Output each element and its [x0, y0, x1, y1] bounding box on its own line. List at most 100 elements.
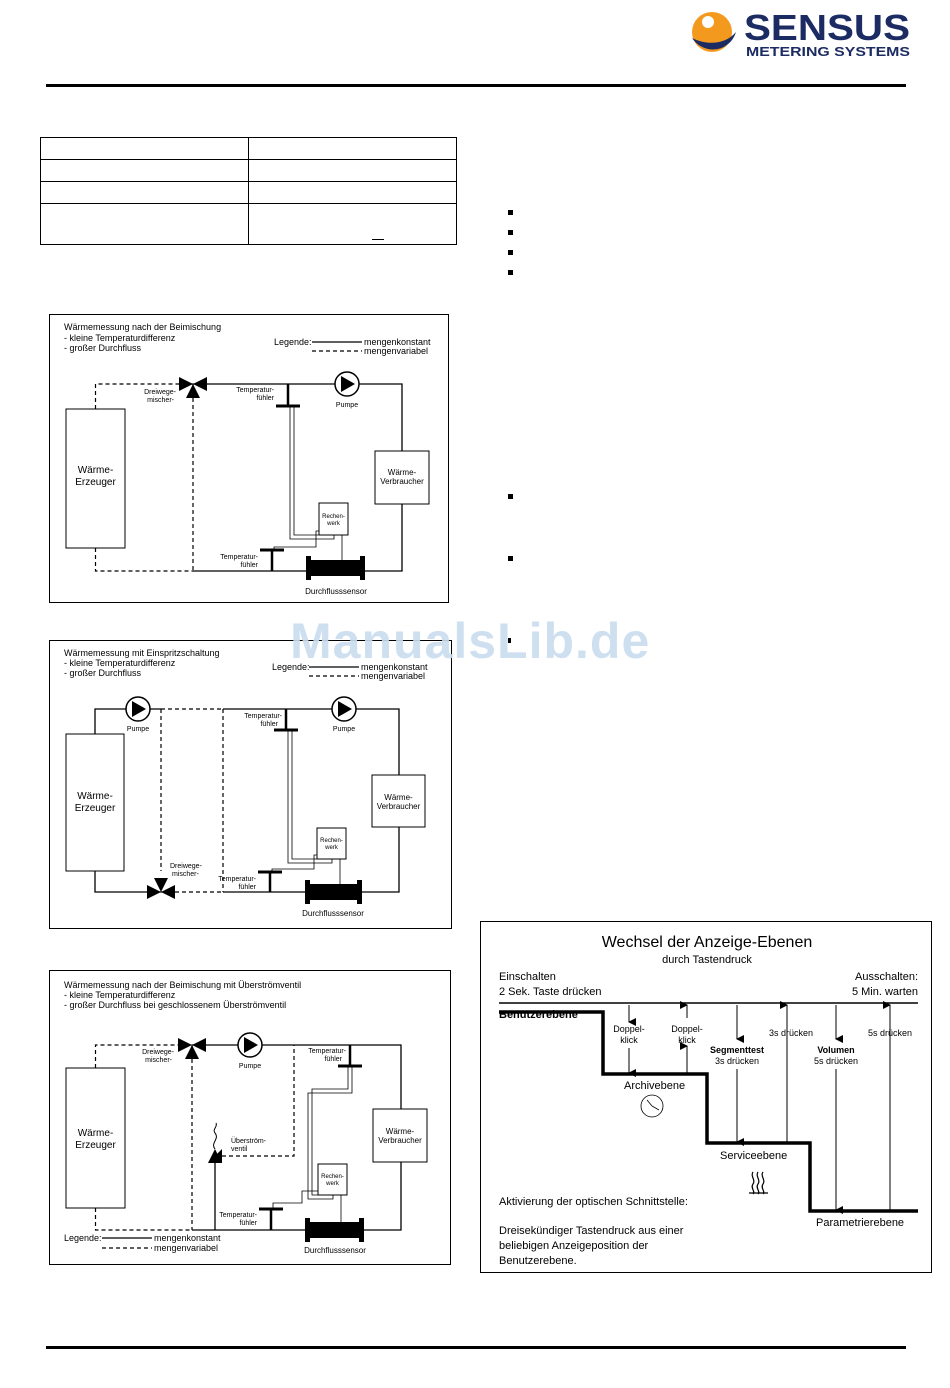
- svg-text:- großer Durchfluss: - großer Durchfluss: [64, 668, 142, 678]
- svg-text:fühler: fühler: [324, 1056, 342, 1063]
- level-user: Benutzerebene: [499, 1009, 578, 1021]
- diagram-title: Wärmemessung mit Einspritzschaltung: [64, 648, 220, 658]
- svg-text:Temperatur-: Temperatur-: [308, 1048, 346, 1055]
- bullet-mark: [508, 210, 513, 215]
- svg-text:3s drücken: 3s drücken: [715, 1056, 759, 1066]
- svg-text:5 Min. warten: 5 Min. warten: [852, 986, 918, 998]
- svg-text:Dreiwege-: Dreiwege-: [144, 389, 177, 396]
- heat-producer: [65, 1067, 126, 1209]
- svg-text:mischer-: mischer-: [145, 1057, 173, 1064]
- bullet-mark: [508, 250, 513, 255]
- svg-text:Einschalten: Einschalten: [499, 971, 556, 983]
- svg-text:durch Tastendruck: durch Tastendruck: [662, 954, 752, 966]
- svg-text:mischer-: mischer-: [172, 871, 200, 878]
- bullet-mark: [508, 556, 513, 561]
- heat-producer: [65, 408, 126, 549]
- levels-title: Wechsel der Anzeige-Ebenen: [602, 934, 813, 951]
- svg-text:Doppel-: Doppel-: [671, 1024, 703, 1034]
- three-way-mixer-icon: [179, 377, 207, 398]
- footer-rule: [46, 1346, 906, 1349]
- svg-text:- kleine Temperaturdifferenz: - kleine Temperaturdifferenz: [64, 333, 176, 343]
- sensus-logo: SENSUS METERING SYSTEMS: [686, 7, 912, 60]
- svg-text:Verbraucher: Verbraucher: [380, 477, 424, 486]
- svg-text:Erzeuger: Erzeuger: [75, 1140, 116, 1151]
- svg-text:werk: werk: [324, 845, 339, 851]
- pump-icon: [237, 1032, 263, 1058]
- spec-table: [40, 137, 457, 245]
- bullet-mark: [508, 494, 513, 499]
- svg-text:Segmenttest: Segmenttest: [710, 1045, 764, 1055]
- level-param: Parametrierebene: [816, 1217, 904, 1229]
- svg-text:fühler: fühler: [256, 395, 274, 402]
- display-levels-diagram: Wechsel der Anzeige-Ebenen durch Tastend…: [480, 921, 932, 1273]
- logo-tagline: METERING SYSTEMS: [746, 44, 910, 59]
- clock-icon: [640, 1094, 664, 1118]
- logo-swirl-icon: SENSUS METERING SYSTEMS: [692, 7, 910, 59]
- svg-text:Dreisekündiger Tastendruck aus: Dreisekündiger Tastendruck aus einer: [499, 1225, 684, 1237]
- svg-text:Überström-: Überström-: [231, 1137, 267, 1145]
- svg-text:Pumpe: Pumpe: [333, 726, 355, 733]
- svg-text:mengenkonstant: mengenkonstant: [361, 662, 428, 672]
- table-row: [40, 203, 457, 245]
- bullet-mark: [508, 270, 513, 275]
- diagram-overflow-valve: Wärmemessung nach der Beimischung mit Üb…: [49, 970, 451, 1265]
- svg-text:3s drücken: 3s drücken: [769, 1028, 813, 1038]
- svg-text:Verbraucher: Verbraucher: [377, 802, 421, 811]
- svg-text:Wärme-: Wärme-: [78, 465, 114, 476]
- table-row: [40, 159, 457, 182]
- svg-text:Wärme-: Wärme-: [388, 468, 417, 477]
- heat-waves-icon: [749, 1171, 768, 1195]
- heat-consumer: [372, 1108, 428, 1163]
- pump-icon: [125, 696, 151, 722]
- pump-icon: [334, 371, 360, 397]
- pump-icon: [331, 696, 357, 722]
- diagram-title: Wärmemessung nach der Beimischung mit Üb…: [64, 980, 301, 990]
- svg-text:Volumen: Volumen: [817, 1045, 854, 1055]
- svg-text:Dreiwege-: Dreiwege-: [170, 863, 203, 870]
- svg-text:Temperatur-: Temperatur-: [244, 713, 282, 720]
- watermark: ManualsLib.de: [290, 613, 651, 669]
- diagram-title: Wärmemessung nach der Beimischung: [64, 322, 221, 332]
- svg-text:mischer-: mischer-: [147, 397, 175, 404]
- table-row: [40, 137, 457, 160]
- svg-text:Dreiwege-: Dreiwege-: [142, 1049, 175, 1056]
- svg-text:klick: klick: [620, 1035, 638, 1045]
- legend-label: Legende:: [272, 662, 310, 672]
- svg-text:werk: werk: [325, 1181, 340, 1187]
- svg-text:Temperatur-: Temperatur-: [236, 387, 274, 394]
- svg-text:Doppel-: Doppel-: [613, 1024, 645, 1034]
- svg-text:Pumpe: Pumpe: [336, 402, 358, 409]
- three-way-mixer-icon: [147, 878, 175, 899]
- legend-label: Legende:: [64, 1233, 102, 1243]
- svg-text:ventil: ventil: [231, 1146, 248, 1153]
- svg-text:5s drücken: 5s drücken: [814, 1056, 858, 1066]
- svg-text:Rechen-: Rechen-: [321, 1174, 344, 1180]
- temperature-sensor-icon: [274, 709, 298, 732]
- flow-sensor-icon: [305, 880, 362, 904]
- svg-text:5s drücken: 5s drücken: [868, 1028, 912, 1038]
- header-rule: [46, 84, 906, 87]
- svg-text:Pumpe: Pumpe: [127, 726, 149, 733]
- three-way-mixer-icon: [178, 1038, 206, 1059]
- svg-text:- großer Durchfluss: - großer Durchfluss: [64, 343, 142, 353]
- calculator: [317, 1163, 348, 1196]
- svg-text:2 Sek. Taste drücken: 2 Sek. Taste drücken: [499, 986, 602, 998]
- svg-text:Pumpe: Pumpe: [239, 1063, 261, 1070]
- svg-text:Durchflusssensor: Durchflusssensor: [302, 909, 364, 918]
- level-service: Serviceebene: [720, 1150, 787, 1162]
- svg-text:klick: klick: [678, 1035, 696, 1045]
- level-archive: Archivebene: [624, 1080, 685, 1092]
- svg-text:Verbraucher: Verbraucher: [378, 1136, 422, 1145]
- svg-text:Wärme-: Wärme-: [77, 791, 113, 802]
- svg-text:Durchflusssensor: Durchflusssensor: [304, 1246, 366, 1255]
- svg-text:mengenkonstant: mengenkonstant: [154, 1233, 221, 1243]
- svg-text:Wärme-: Wärme-: [78, 1128, 114, 1139]
- svg-text:- großer Durchfluss bei geschl: - großer Durchfluss bei geschlossenem Üb…: [64, 1000, 286, 1010]
- svg-text:werk: werk: [326, 521, 341, 527]
- svg-text:mengenvariabel: mengenvariabel: [361, 671, 425, 681]
- svg-text:Temperatur-: Temperatur-: [220, 554, 258, 561]
- temperature-sensor-icon: [338, 1045, 362, 1068]
- temperature-sensor-icon: [259, 1207, 283, 1230]
- svg-text:beliebigen Anzeigeposition der: beliebigen Anzeigeposition der: [499, 1240, 649, 1252]
- svg-text:Temperatur-: Temperatur-: [219, 1212, 257, 1219]
